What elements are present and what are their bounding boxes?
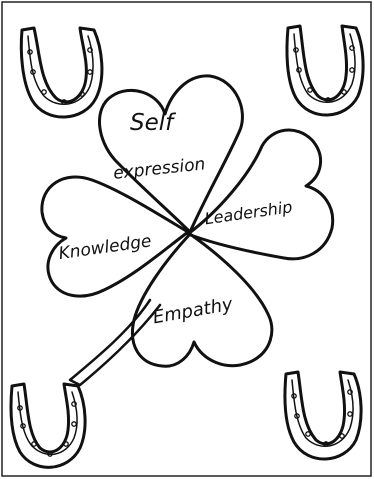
label-self: Self (130, 110, 176, 136)
